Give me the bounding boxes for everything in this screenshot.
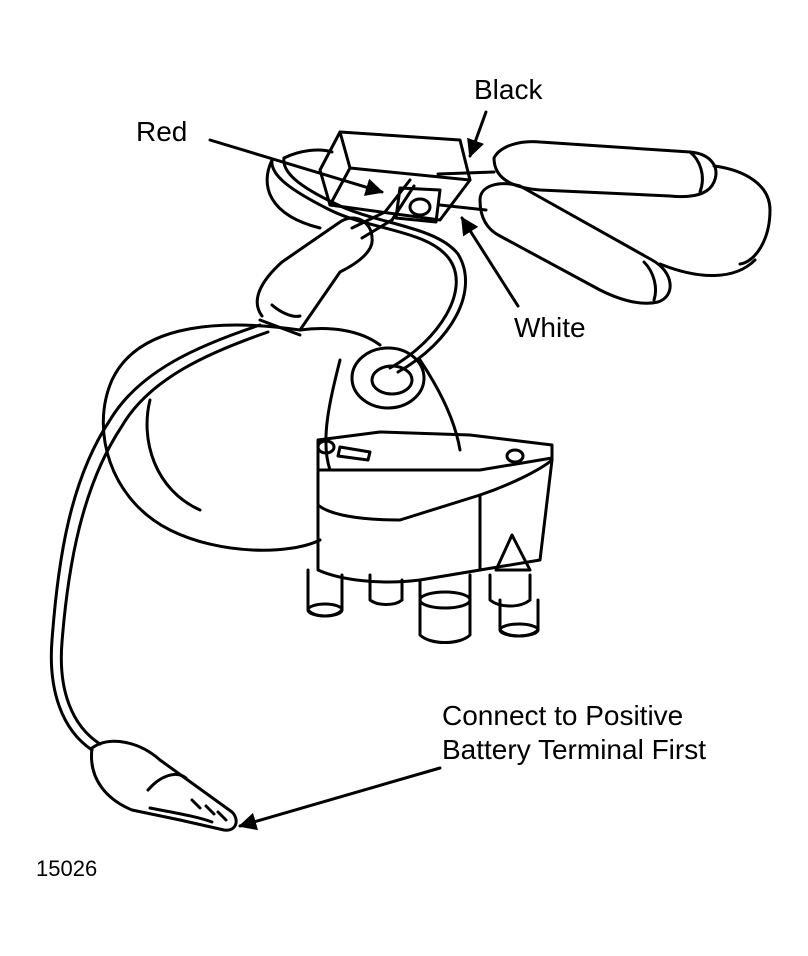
red-probe <box>255 178 416 337</box>
alligator-clip <box>90 739 238 832</box>
white-wire-label: White <box>514 312 586 343</box>
wire-harness <box>265 148 468 374</box>
distributor-body <box>101 323 554 644</box>
connect-callout-arrow <box>238 766 442 831</box>
connector-block <box>318 130 472 224</box>
red-callout-arrow <box>208 138 384 196</box>
black-probe <box>436 140 772 266</box>
ground-lead <box>49 323 270 752</box>
figure-number: 15026 <box>36 856 98 881</box>
black-wire-label: Black <box>474 74 543 105</box>
white-callout-arrow <box>460 216 520 308</box>
connect-instruction-line1: Connect to Positive <box>442 700 684 731</box>
white-probe <box>438 182 757 305</box>
red-wire-label: Red <box>136 116 188 147</box>
connect-instruction-line2: Battery Terminal First <box>442 734 706 765</box>
black-callout-arrow <box>467 110 488 158</box>
